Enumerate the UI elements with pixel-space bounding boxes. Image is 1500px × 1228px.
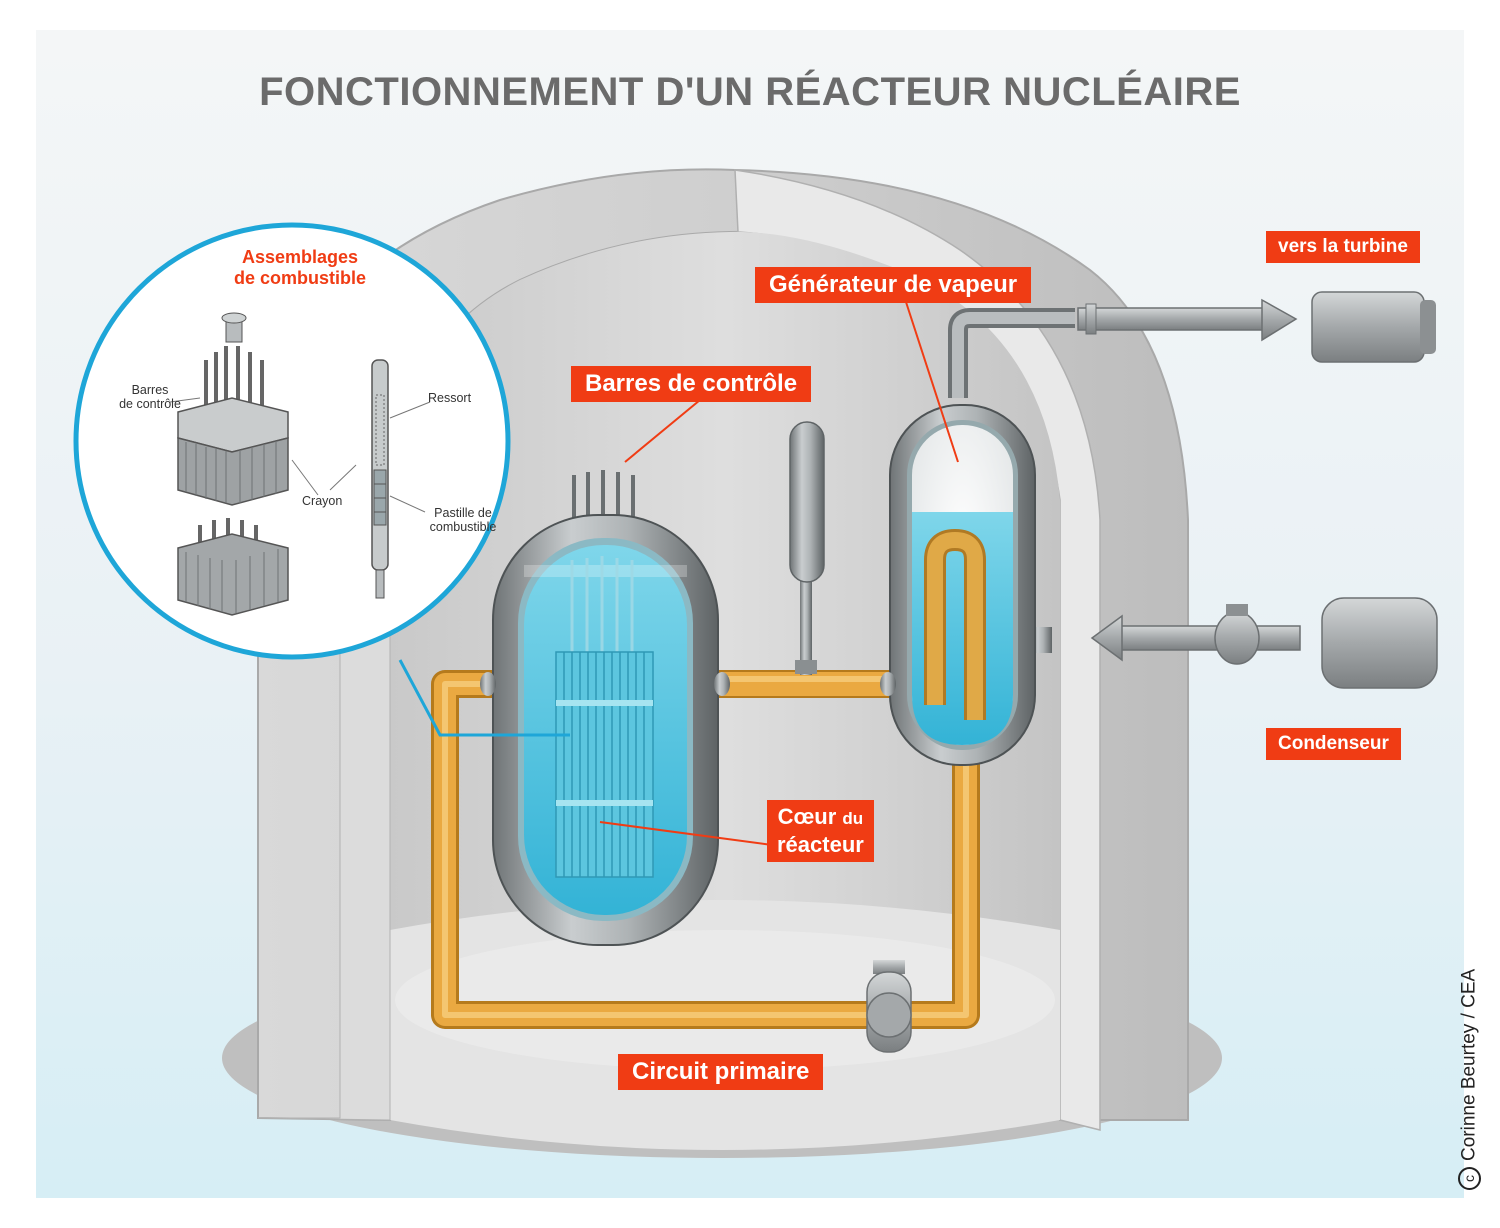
inset-label-pellet: Pastille de combustible	[418, 506, 508, 534]
inset-label-control-rods-line1: Barres	[131, 383, 169, 397]
primary-pump	[866, 960, 912, 1053]
page-title: FONCTIONNEMENT D'UN RÉACTEUR NUCLÉAIRE	[259, 70, 1241, 114]
inset-label-control-rods: Barres de contrôle	[100, 383, 200, 411]
inset-circle	[73, 222, 511, 660]
label-steam-generator: Générateur de vapeur	[755, 267, 1032, 303]
leader-lines	[599, 301, 959, 846]
label-primary-circuit: Circuit primaire	[618, 1054, 824, 1090]
primary-circuit-pipes	[431, 670, 980, 1029]
label-reactor-core: Cœur du réacteur	[767, 800, 874, 862]
label-core-line2: réacteur	[777, 832, 864, 857]
credit-text: Corinne Beurtey / CEA	[1458, 968, 1480, 1161]
inset-label-pellet-line2: combustible	[429, 520, 497, 534]
copyright-icon: c	[1458, 1167, 1481, 1190]
label-control-rods: Barres de contrôle	[571, 366, 812, 402]
inset-label-rod: Crayon	[302, 494, 343, 508]
condenser-block	[1321, 597, 1438, 689]
inset-connector	[398, 659, 570, 737]
steam-generator	[880, 308, 1075, 766]
inset-title-line1: Assemblages	[241, 247, 359, 267]
inset-title: Assemblages de combustible	[215, 247, 385, 289]
reactor-vessel	[480, 470, 730, 946]
condenser-line	[1090, 597, 1438, 689]
credit: c Corinne Beurtey / CEA	[1458, 969, 1481, 1190]
inset-label-spring: Ressort	[428, 391, 472, 405]
label-condenser: Condenseur	[1266, 728, 1401, 760]
label-core-du: du	[842, 809, 864, 828]
inset-label-control-rods-line2: de contrôle	[119, 397, 181, 411]
label-turbine: vers la turbine	[1266, 231, 1420, 263]
inset-label-pellet-line1: Pastille de	[434, 506, 492, 520]
turbine-block	[1311, 291, 1425, 363]
fuel-assembly-drawings	[177, 312, 389, 616]
pressurizer	[789, 421, 825, 675]
inset-title-line2: de combustible	[233, 268, 367, 288]
turbine-line	[1077, 291, 1436, 363]
feedwater-pump	[1214, 611, 1260, 665]
label-core-line1: Cœur	[777, 804, 837, 829]
inset-leader-lines	[169, 397, 431, 513]
